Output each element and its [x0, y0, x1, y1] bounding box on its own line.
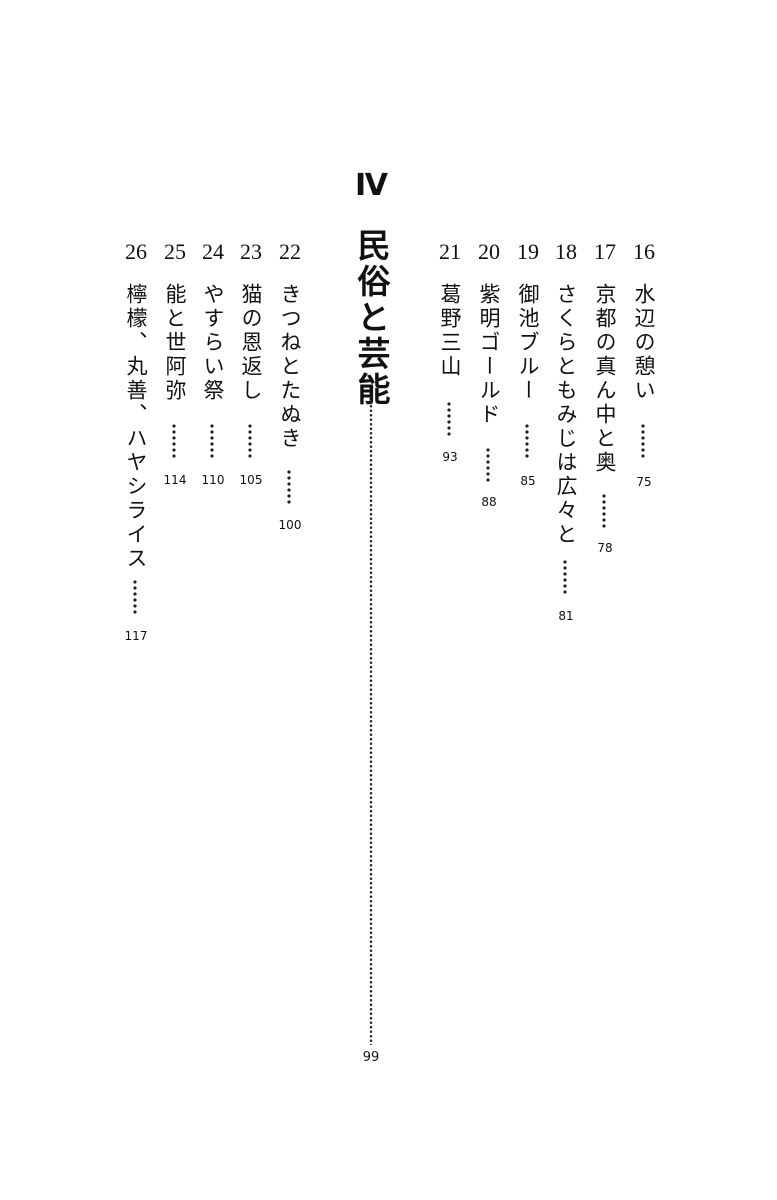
- entry-page-number: 117: [124, 629, 148, 643]
- entry-number: 21: [439, 239, 461, 264]
- entry-title: きつねとたぬき: [278, 283, 302, 451]
- entry-title: 檸檬、丸善、ハヤシライス: [124, 283, 148, 571]
- entry-page-number: 75: [636, 475, 652, 489]
- entry-dot-leader: [524, 423, 530, 459]
- entry-number: 19: [517, 239, 539, 264]
- entry-dot-leader: [209, 423, 215, 459]
- entry-title: さくらともみじは広々と: [554, 283, 578, 547]
- entry-title: 京都の真ん中と奥: [593, 283, 617, 475]
- entry-number: 26: [125, 239, 147, 264]
- entry-number: 25: [164, 239, 186, 264]
- entry-page-number: 105: [239, 473, 263, 487]
- entry-title: やすらい祭: [201, 283, 225, 403]
- entry-page-number: 78: [597, 541, 613, 555]
- entry-title: 葛野三山: [438, 283, 462, 379]
- entry-dot-leader: [485, 447, 491, 483]
- entry-page-number: 85: [520, 474, 536, 488]
- entry-page-number: 88: [481, 495, 497, 509]
- entry-dot-leader: [247, 423, 253, 459]
- entry-page-number: 110: [201, 473, 225, 487]
- entry-dot-leader: [640, 423, 646, 459]
- entry-number: 16: [633, 239, 655, 264]
- entry-page-number: 114: [163, 473, 187, 487]
- part-title: 民俗と芸能: [352, 228, 391, 408]
- entry-number: 18: [555, 239, 577, 264]
- entry-number: 24: [202, 239, 224, 264]
- entry-number: 23: [240, 239, 262, 264]
- part-dot-leader: [369, 395, 373, 1045]
- entry-dot-leader: [562, 559, 568, 595]
- part-numeral: Ⅳ: [355, 168, 388, 203]
- entry-page-number: 93: [442, 450, 458, 464]
- part-page-number: 99: [362, 1050, 380, 1065]
- entry-title: 猫の恩返し: [239, 283, 263, 403]
- entry-number: 20: [478, 239, 500, 264]
- entry-dot-leader: [171, 423, 177, 459]
- entry-number: 17: [594, 239, 616, 264]
- entry-page-number: 81: [558, 609, 574, 623]
- entry-title: 紫明ゴールド: [477, 283, 501, 427]
- entry-dot-leader: [132, 579, 138, 615]
- entry-dot-leader: [446, 401, 452, 437]
- entry-number: 22: [279, 239, 301, 264]
- entry-dot-leader: [601, 493, 607, 529]
- entry-title: 御池ブルー: [516, 283, 540, 403]
- entry-dot-leader: [286, 469, 292, 505]
- entry-page-number: 100: [278, 518, 302, 532]
- entry-title: 水辺の憩い: [632, 283, 656, 403]
- entry-title: 能と世阿弥: [163, 283, 187, 403]
